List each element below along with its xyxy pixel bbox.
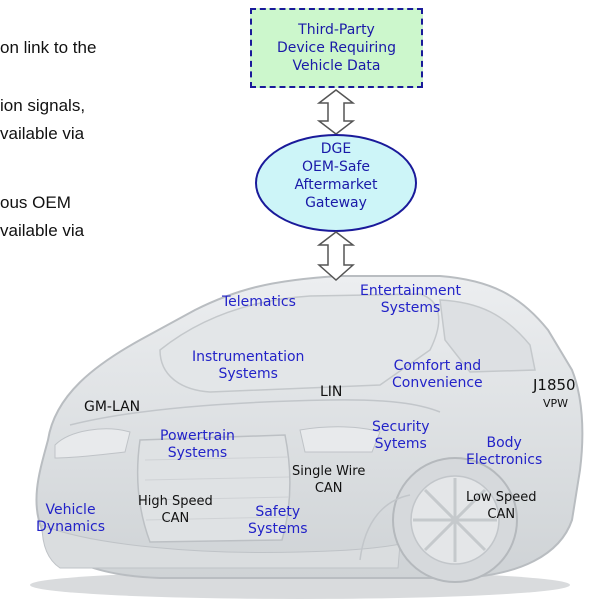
label-low-speed-line-2: CAN xyxy=(487,507,516,522)
left-text-line-5: vailable via xyxy=(0,221,85,240)
hood-line xyxy=(69,399,441,426)
label-low-speed-can: Low Speed CAN xyxy=(466,489,536,523)
gateway-ellipse xyxy=(255,134,417,232)
label-powertrain-line-1: Powertrain xyxy=(160,428,235,444)
label-powertrain-line-2: Systems xyxy=(167,445,228,461)
label-entertainment: Entertainment Systems xyxy=(360,283,461,317)
label-comfort-line-2: Convenience xyxy=(392,375,483,391)
car-side-window xyxy=(439,299,536,373)
label-high-speed-line-2: CAN xyxy=(161,511,190,526)
box-line-1: Third-Party xyxy=(298,22,375,38)
double-arrow-top xyxy=(316,89,356,135)
label-safety: Safety Systems xyxy=(248,504,308,538)
gateway-label: DGE OEM-Safe Aftermarket Gateway xyxy=(251,140,421,212)
label-high-speed-line-1: High Speed xyxy=(138,494,213,509)
gateway-line-2: OEM-Safe xyxy=(301,159,370,175)
label-security: Security Sytems xyxy=(372,419,430,453)
label-entertainment-line-1: Entertainment xyxy=(360,283,462,299)
label-instrumentation-line-1: Instrumentation xyxy=(192,349,305,365)
box-line-3: Vehicle Data xyxy=(292,58,381,74)
third-party-device-box: Third-Party Device Requiring Vehicle Dat… xyxy=(250,8,423,88)
left-text-line-1: on link to the xyxy=(0,38,97,57)
label-single-wire-line-1: Single Wire xyxy=(292,464,366,479)
car-windshield xyxy=(159,293,440,393)
label-entertainment-line-2: Systems xyxy=(380,300,441,316)
label-high-speed-can: High Speed CAN xyxy=(138,493,213,527)
right-headlight xyxy=(299,426,381,453)
label-vpw: VPW xyxy=(543,397,569,410)
label-single-wire-can: Single Wire CAN xyxy=(292,463,365,497)
label-safety-line-1: Safety xyxy=(255,504,301,520)
box-line-2: Device Requiring xyxy=(276,40,397,56)
label-gmlan: GM-LAN xyxy=(84,399,141,415)
label-body-electronics: Body Electronics xyxy=(466,435,542,469)
label-security-line-2: Sytems xyxy=(374,436,427,452)
label-vehicle-dynamics: Vehicle Dynamics xyxy=(36,502,105,536)
label-powertrain: Powertrain Systems xyxy=(160,428,235,462)
label-vehicle-dynamics-line-1: Vehicle xyxy=(45,502,96,518)
label-lin: LIN xyxy=(320,384,343,400)
gateway-line-4: Gateway xyxy=(305,195,367,211)
label-body-line-1: Body xyxy=(486,435,522,451)
label-safety-line-2: Systems xyxy=(248,521,308,537)
label-j1850: J1850 xyxy=(533,376,576,394)
car-grille xyxy=(136,434,291,543)
gateway-line-3: Aftermarket xyxy=(294,177,378,193)
label-low-speed-line-1: Low Speed xyxy=(466,490,537,505)
label-body-line-2: Electronics xyxy=(466,452,543,468)
label-security-line-1: Security xyxy=(372,419,430,435)
label-vehicle-dynamics-line-2: Dynamics xyxy=(36,519,106,535)
front-wheel-arch xyxy=(359,494,411,561)
left-text-line-2: ion signals, xyxy=(0,96,86,115)
left-text-line-3: vailable via xyxy=(0,124,85,143)
gateway-line-1: DGE xyxy=(320,141,352,157)
front-bumper xyxy=(41,524,401,569)
double-arrow-bottom xyxy=(316,231,356,282)
label-instrumentation: Instrumentation Systems xyxy=(192,349,304,383)
label-telematics: Telematics xyxy=(222,294,296,310)
left-text-line-4: ous OEM xyxy=(0,193,71,212)
label-comfort-line-1: Comfort and xyxy=(393,358,482,374)
label-instrumentation-line-2: Systems xyxy=(218,366,278,382)
label-single-wire-line-2: CAN xyxy=(314,481,343,496)
label-comfort: Comfort and Convenience xyxy=(392,358,483,392)
left-headlight xyxy=(54,428,131,459)
